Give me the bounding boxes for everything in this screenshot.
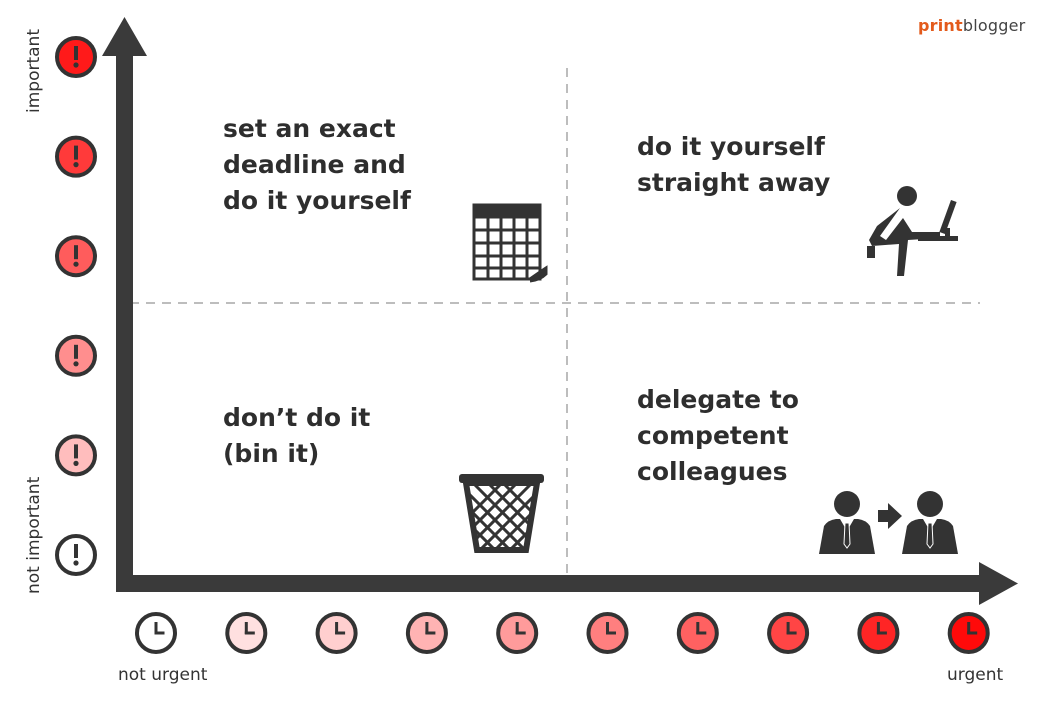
clock-icon: [496, 612, 539, 654]
person-icon: [902, 491, 958, 554]
trash-bin-icon: [459, 474, 544, 553]
quadrant-text-line: do it yourself: [637, 132, 825, 161]
clock-icon: [857, 612, 900, 654]
quadrant-text-line: colleagues: [637, 457, 788, 486]
exclamation-circle-icon: [55, 235, 97, 278]
quadrant-text-line: delegate to: [637, 385, 799, 414]
y-axis-top-label: important: [24, 29, 44, 113]
clock-icon: [405, 612, 448, 654]
brand-logo: printblogger: [918, 16, 1025, 35]
clock-icon: [767, 612, 810, 654]
x-axis-left-label: not urgent: [118, 665, 208, 685]
quadrant-text-line: (bin it): [223, 439, 320, 468]
x-axis-right-label: urgent: [947, 665, 1004, 685]
brand-logo-part2: blogger: [962, 16, 1026, 35]
clock-icon: [676, 612, 719, 654]
x-axis-arrow: [116, 562, 1018, 605]
quadrant-text-line: competent: [637, 421, 789, 450]
person-at-computer-icon: [867, 186, 958, 276]
quadrant-text-line: deadline and: [223, 150, 406, 179]
clock-icon: [586, 612, 629, 654]
exclamation-circle-icon: [55, 434, 97, 477]
quadrant-text-line: do it yourself: [223, 186, 411, 215]
exclamation-circle-icon: [55, 534, 97, 576]
y-axis-arrow: [102, 17, 147, 592]
quadrant-bottom-left-text: don’t do it (bin it): [223, 400, 370, 472]
urgency-scale: [135, 612, 990, 654]
quadrant-text-line: straight away: [637, 168, 831, 197]
exclamation-circle-icon: [55, 135, 97, 178]
calendar-icon: [472, 203, 548, 283]
quadrant-top-right-text: do it yourself straight away: [637, 129, 830, 201]
brand-logo-part1: print: [918, 16, 963, 35]
quadrant-top-left-text: set an exact deadline and do it yourself: [223, 111, 411, 219]
exclamation-circle-icon: [55, 334, 97, 377]
clock-icon: [315, 612, 358, 654]
clock-icon: [135, 612, 177, 654]
arrow-right-icon: [878, 503, 902, 529]
clock-icon: [225, 612, 268, 654]
exclamation-circle-icon: [55, 36, 97, 78]
quadrant-text-line: set an exact: [223, 114, 396, 143]
importance-scale: [55, 36, 97, 576]
delegate-icon: [819, 491, 958, 554]
person-icon: [819, 491, 875, 554]
quadrant-text-line: don’t do it: [223, 403, 371, 432]
quadrant-bottom-right-text: delegate to competent colleagues: [637, 382, 799, 490]
clock-icon: [947, 612, 990, 654]
y-axis-bottom-label: not important: [24, 476, 44, 594]
